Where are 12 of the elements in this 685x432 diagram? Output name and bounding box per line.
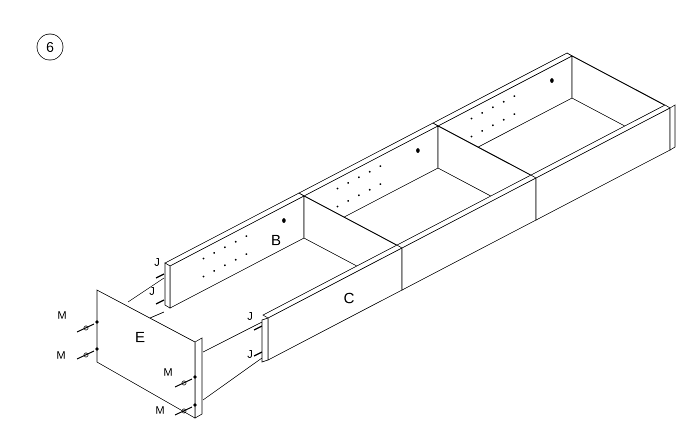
part-label: J (247, 350, 252, 358)
part-label: J (149, 287, 154, 295)
part-label: J (247, 312, 252, 320)
part-label: J (154, 258, 159, 266)
part-label: M (58, 311, 66, 319)
part-label: M (57, 351, 65, 359)
part-label: M (164, 368, 172, 376)
part-label: E (136, 332, 144, 342)
part-label: C (344, 292, 354, 304)
part-label: B (272, 234, 280, 246)
step-number: 6 (36, 34, 64, 60)
part-label: M (156, 406, 164, 414)
